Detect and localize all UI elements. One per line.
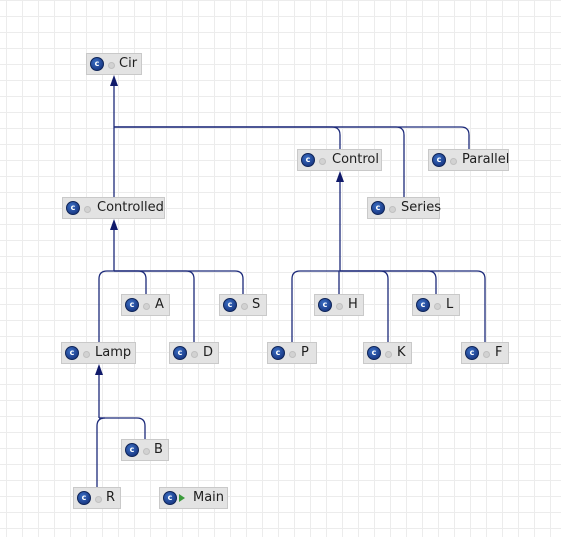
class-node-s[interactable]: c S — [219, 294, 267, 316]
class-name: Main — [193, 490, 225, 505]
class-icon: c — [371, 201, 385, 215]
class-icon: c — [173, 346, 187, 360]
class-icon: c — [125, 298, 139, 312]
class-name: Parallel — [462, 152, 510, 167]
class-name: B — [154, 442, 163, 457]
class-name: K — [397, 345, 406, 360]
class-name: Control — [332, 152, 379, 167]
visibility-icon — [143, 448, 150, 455]
class-name: Lamp — [95, 345, 132, 360]
inheritance-edge-lamp-to-controlled — [98, 270, 114, 342]
class-icon: c — [90, 57, 104, 71]
visibility-icon — [84, 206, 91, 213]
class-icon: c — [416, 298, 430, 312]
class-name: P — [301, 345, 309, 360]
class-icon: c — [271, 346, 285, 360]
inheritance-edge-p-to-control — [291, 270, 340, 342]
class-node-controlled[interactable]: c Controlled — [62, 197, 165, 219]
class-node-b[interactable]: c B — [121, 439, 169, 461]
class-name: F — [495, 345, 503, 360]
inheritance-edge-parallel-to-cir — [114, 126, 470, 149]
visibility-icon — [289, 351, 296, 358]
visibility-icon — [389, 206, 396, 213]
inheritance-edge-f-to-control — [340, 270, 486, 342]
class-icon: c — [465, 346, 479, 360]
visibility-icon — [450, 158, 457, 165]
class-node-a[interactable]: c A — [121, 294, 170, 316]
class-node-lamp[interactable]: c Lamp — [61, 342, 136, 364]
class-icon: c — [163, 491, 177, 505]
visibility-icon — [241, 303, 248, 310]
visibility-icon — [83, 351, 90, 358]
class-node-l[interactable]: c L — [412, 294, 460, 316]
class-node-d[interactable]: c D — [169, 342, 219, 364]
class-name: L — [446, 297, 454, 312]
visibility-icon — [385, 351, 392, 358]
class-icon: c — [65, 346, 79, 360]
visibility-icon — [319, 158, 326, 165]
inheritance-arrowhead-cir — [110, 75, 118, 86]
class-name: Cir — [119, 56, 138, 71]
class-icon: c — [367, 346, 381, 360]
visibility-icon — [143, 303, 150, 310]
class-node-series[interactable]: c Series — [367, 197, 441, 219]
class-icon: c — [432, 153, 446, 167]
class-icon: c — [66, 201, 80, 215]
inheritance-arrowhead-lamp — [95, 364, 103, 375]
visibility-icon — [483, 351, 490, 358]
run-icon — [179, 494, 185, 502]
visibility-icon — [336, 303, 343, 310]
visibility-icon — [191, 351, 198, 358]
class-name: Series — [401, 200, 441, 215]
class-node-h[interactable]: c H — [314, 294, 364, 316]
class-node-main[interactable]: c Main — [159, 487, 228, 509]
class-name: R — [106, 490, 116, 505]
class-node-r[interactable]: c R — [73, 487, 121, 509]
class-icon: c — [223, 298, 237, 312]
inheritance-edge-a-to-controlled — [114, 270, 147, 294]
class-name: Controlled — [97, 200, 164, 215]
inheritance-edge-b-to-lamp — [99, 417, 146, 439]
class-node-f[interactable]: c F — [461, 342, 509, 364]
inheritance-arrowhead-control — [336, 171, 344, 182]
class-name: S — [252, 297, 261, 312]
class-node-cir[interactable]: c Cir — [86, 53, 142, 75]
inheritance-edge-s-to-controlled — [114, 270, 244, 294]
class-name: D — [203, 345, 214, 360]
class-icon: c — [77, 491, 91, 505]
class-icon: c — [318, 298, 332, 312]
class-node-control[interactable]: c Control — [297, 149, 382, 171]
inheritance-edge-r-to-lamp — [96, 417, 106, 487]
class-name: A — [155, 297, 164, 312]
visibility-icon — [108, 62, 115, 69]
inheritance-edge-control-to-cir — [114, 126, 341, 149]
class-icon: c — [301, 153, 315, 167]
visibility-icon — [95, 496, 102, 503]
class-node-k[interactable]: c K — [363, 342, 412, 364]
class-icon: c — [125, 443, 139, 457]
visibility-icon — [434, 303, 441, 310]
class-name: H — [348, 297, 358, 312]
class-node-parallel[interactable]: c Parallel — [428, 149, 509, 171]
inheritance-arrowhead-controlled — [110, 219, 118, 230]
class-node-p[interactable]: c P — [267, 342, 317, 364]
